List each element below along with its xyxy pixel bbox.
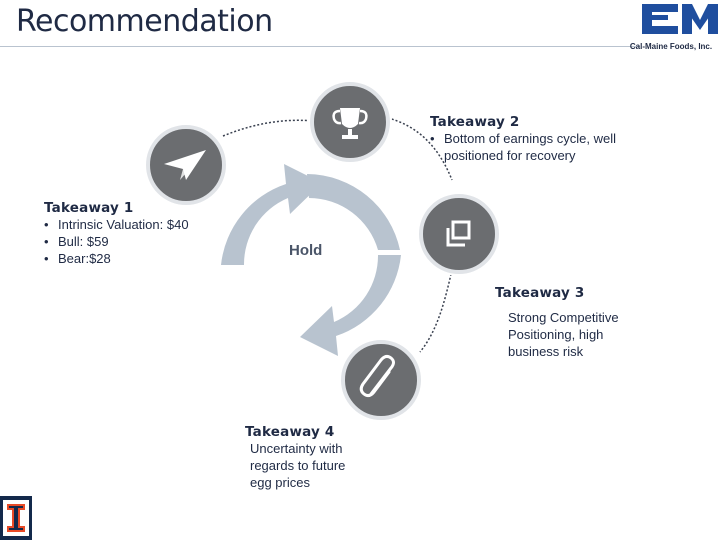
list-item: business risk	[508, 344, 584, 359]
list-item: •Intrinsic Valuation: $40	[44, 217, 189, 232]
icon-node-paperclip	[339, 338, 423, 422]
icon-node-trophy	[308, 80, 392, 164]
list-item: regards to future	[250, 458, 346, 473]
list-item: Uncertainty with	[250, 441, 343, 456]
paperclip-icon	[359, 354, 395, 398]
takeaway-title: Takeaway 4	[245, 424, 335, 440]
list-item: egg prices	[250, 475, 310, 490]
dotted-arc	[419, 269, 453, 353]
icon-node-plane	[144, 123, 228, 207]
takeaway-title: Takeaway 2	[430, 114, 520, 130]
company-logo	[642, 4, 718, 34]
logo-caption: Cal-Maine Foods, Inc.	[629, 42, 713, 51]
title-divider	[0, 46, 640, 47]
illinois-block-i-icon	[0, 496, 32, 540]
list-item: •Bear:$28	[44, 251, 111, 266]
right-arrow-band	[307, 174, 400, 250]
takeaway-title: Takeaway 3	[495, 285, 585, 301]
list-item: •Bottom of earnings cycle, well	[430, 131, 616, 146]
list-item: •Bull: $59	[44, 234, 109, 249]
cycle-arrows	[221, 164, 401, 356]
takeaway-3: Takeaway 3 Strong Competitive Positionin…	[495, 285, 619, 360]
list-item: Strong Competitive	[508, 310, 619, 325]
dotted-arc	[222, 119, 315, 137]
takeaway-1: Takeaway 1 •Intrinsic Valuation: $40 •Bu…	[44, 200, 189, 267]
dotted-arc	[383, 116, 453, 181]
takeaway-title: Takeaway 1	[44, 200, 134, 216]
bottom-arrow	[300, 255, 401, 356]
takeaway-2: Takeaway 2 •Bottom of earnings cycle, we…	[430, 114, 616, 164]
list-item-continuation: positioned for recovery	[444, 148, 576, 163]
icon-node-window	[417, 192, 501, 276]
page-title: Recommendation	[16, 4, 273, 39]
window-icon	[446, 220, 471, 247]
recommendation-label: Hold	[289, 242, 323, 259]
takeaway-4: Takeaway 4 Uncertainty with regards to f…	[245, 424, 345, 491]
trophy-icon	[332, 108, 368, 139]
list-item: Positioning, high	[508, 327, 604, 342]
top-arrow	[221, 164, 322, 265]
paper-plane-icon	[164, 150, 206, 180]
